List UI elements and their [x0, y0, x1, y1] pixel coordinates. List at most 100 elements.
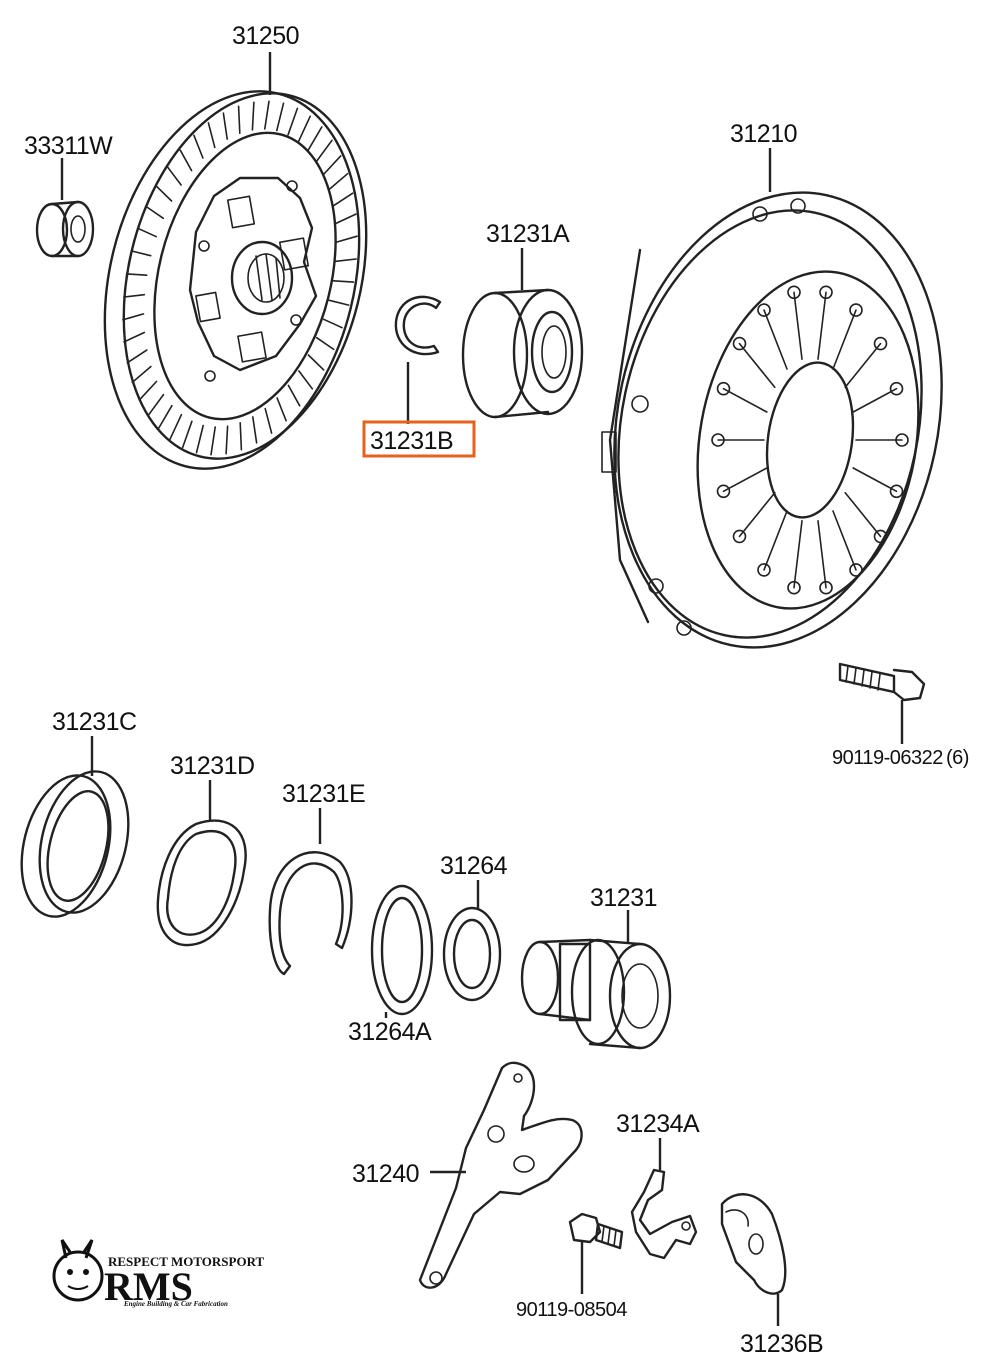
disc-facing-tick	[239, 421, 243, 451]
diaphragm-finger-tip	[819, 285, 833, 300]
disc-facing-tick	[322, 318, 343, 329]
disc-facing-tick	[123, 293, 146, 298]
label-90119-08504: 90119-08504	[516, 1299, 627, 1321]
diaphragm-finger	[844, 342, 882, 389]
pressure-plate-31210-drawing	[601, 148, 943, 649]
label-31231e: 31231E	[282, 780, 365, 808]
hub-31231a-drawing	[461, 248, 584, 419]
diaphragm-finger-tip	[895, 433, 909, 447]
disc-facing-tick	[307, 126, 323, 152]
disc-facing-tick	[334, 258, 358, 263]
diaphragm-finger	[722, 387, 768, 413]
rms-logo: RESPECT MOTORSPORT RMS Engine Building &…	[52, 1239, 265, 1309]
disc-facing-tick	[155, 185, 173, 202]
disc-facing-tick	[252, 416, 258, 444]
label-31264a: 31264A	[348, 1018, 432, 1046]
diaphragm-finger	[844, 491, 882, 538]
diaphragm-finger	[793, 291, 803, 361]
label-31210: 31210	[730, 120, 797, 148]
disc-facing-tick	[287, 107, 299, 136]
disc-facing-tick	[332, 279, 355, 283]
label-90119-06322-qty: (6)	[946, 747, 969, 769]
diaphragm-finger-tip	[711, 433, 725, 447]
disc-facing-tick	[130, 250, 152, 257]
disc-facing-tick	[264, 407, 273, 434]
label-90119-06322: 90119-06322	[832, 747, 943, 769]
label-31236b: 31236B	[740, 1330, 823, 1358]
pivot-31236b-drawing	[720, 1193, 787, 1326]
disc-facing-tick	[122, 313, 145, 321]
label-31231: 31231	[590, 884, 657, 912]
diaphragm-finger-tip	[819, 580, 833, 595]
diaphragm-finger-tip	[889, 484, 904, 499]
diaphragm-finger	[832, 309, 857, 370]
label-31231d: 31231D	[170, 752, 255, 780]
disc-facing-tick	[328, 299, 350, 306]
disc-facing-tick	[179, 149, 193, 172]
disc-facing-tick	[315, 139, 333, 163]
disc-facing-tick	[263, 100, 270, 130]
disc-facing-tick	[195, 424, 204, 454]
disc-facing-tick	[125, 273, 148, 277]
label-31231a: 31231A	[486, 220, 570, 248]
label-31231b: 31231B	[370, 427, 453, 455]
oil-seal-31231c-drawing	[20, 736, 130, 918]
disc-facing-tick	[332, 192, 354, 207]
disc-facing-tick	[298, 370, 314, 390]
disc-facing-tick	[307, 354, 325, 371]
diaphragm-finger-tip	[873, 529, 888, 544]
snap-ring-31231b-drawing	[394, 295, 442, 424]
disc-facing-tick	[315, 336, 335, 351]
logo-tagline: Engine Building & Car Fabrication	[123, 1300, 228, 1308]
diaphragm-finger-tip	[849, 563, 863, 577]
diaphragm-finger	[852, 387, 898, 413]
release-bearing-31231-drawing	[520, 910, 672, 1050]
disc-facing-tick	[275, 102, 285, 132]
label-31231c: 31231C	[52, 708, 137, 736]
diaphragm-finger-tip	[889, 381, 904, 396]
label-33311w: 33311W	[24, 132, 113, 160]
disc-facing-tick	[131, 365, 152, 384]
disc-facing-tick	[137, 227, 158, 238]
disc-facing-tick	[157, 404, 173, 430]
diaphragm-finger	[817, 519, 827, 589]
diaphragm-finger-tip	[787, 285, 801, 300]
diaphragm-finger-tip	[716, 381, 731, 396]
disc-facing-tick	[237, 105, 241, 134]
disc-facing-tick	[193, 134, 204, 159]
clutch-disc-31250-drawing	[103, 52, 368, 470]
label-31240: 31240	[352, 1160, 419, 1188]
washer-31264-drawing	[442, 880, 502, 1002]
washer-31264a-drawing	[370, 884, 434, 1018]
diaphragm-finger	[852, 467, 898, 493]
diaphragm-finger	[738, 342, 776, 389]
diaphragm-finger-tip	[757, 303, 771, 317]
spring-ring-31231d-drawing	[156, 780, 247, 947]
bolt-90119-06322-drawing	[838, 662, 926, 744]
diaphragm-finger	[763, 510, 788, 571]
disc-facing-tick	[123, 331, 146, 343]
highlight-box-31231b	[362, 420, 476, 458]
disc-facing-tick	[251, 101, 255, 131]
disc-facing-tick	[166, 166, 182, 186]
disc-facing-tick	[210, 426, 216, 456]
disc-facing-tick	[222, 112, 228, 140]
diaphragm-finger-tip	[757, 563, 771, 577]
clip-31234a-drawing	[630, 1138, 698, 1260]
diaphragm-finger	[793, 519, 803, 589]
disc-facing-tick	[328, 172, 349, 191]
diaphragm-finger	[738, 491, 776, 538]
diaphragm-finger-tip	[732, 529, 747, 544]
disc-facing-tick	[126, 349, 148, 364]
bearing-33311w-drawing	[35, 158, 95, 258]
diaphragm-finger-tip	[873, 336, 888, 351]
disc-facing-tick	[145, 205, 165, 220]
release-fork-31240-drawing	[418, 1061, 583, 1289]
disc-facing-tick	[207, 122, 216, 149]
diaphragm-finger	[817, 291, 827, 361]
disc-facing-tick	[335, 235, 358, 243]
label-31234a: 31234A	[616, 1110, 700, 1138]
label-31250: 31250	[232, 22, 299, 50]
diaphragm-finger	[722, 467, 768, 493]
